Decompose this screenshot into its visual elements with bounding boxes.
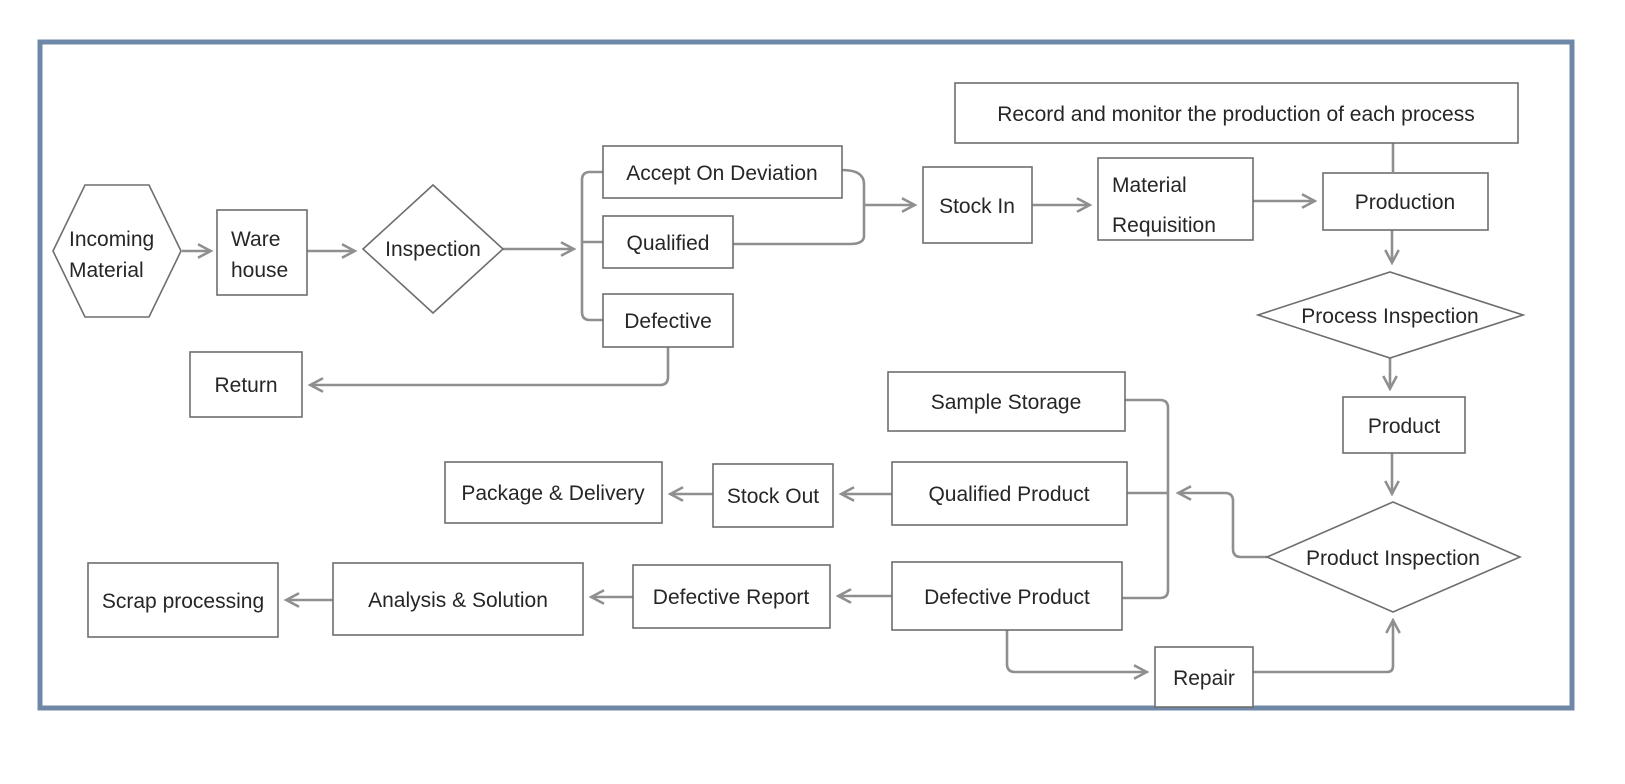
node-scrap-processing: Scrap processing [87, 562, 279, 638]
inspection-label: Inspection [385, 238, 481, 261]
node-product-inspection: Product Inspection [1265, 501, 1523, 613]
bracket-accept-qualified-merge [733, 168, 866, 246]
node-stock-in: Stock In [922, 166, 1033, 244]
material-requisition-label-line1: Material [1112, 174, 1187, 197]
repair-box [1154, 646, 1254, 708]
record-monitor-label: Record and monitor the production of eac… [997, 103, 1474, 126]
material-requisition-box [1097, 157, 1254, 241]
edge-product-inspection-to-outcomes-bracket [1179, 493, 1267, 559]
stock-out-label: Stock Out [727, 485, 819, 508]
node-stock-out: Stock Out [712, 463, 834, 528]
defective-product-box [891, 561, 1123, 631]
edge-defective-to-return [311, 347, 670, 385]
incoming-material-label-line2: Material [69, 259, 144, 282]
analysis-solution-label: Analysis & Solution [368, 589, 548, 612]
defective-label: Defective [624, 310, 712, 333]
node-analysis-solution: Analysis & Solution [332, 562, 584, 636]
node-repair: Repair [1154, 646, 1254, 708]
accept-on-deviation-label: Accept On Deviation [626, 162, 817, 185]
defective-product-label: Defective Product [924, 586, 1090, 609]
node-sample-storage: Sample Storage [887, 371, 1126, 432]
production-label: Production [1355, 191, 1455, 214]
scrap-processing-label: Scrap processing [102, 590, 264, 613]
warehouse-label-line1: Ware [231, 228, 280, 251]
qualified-box [602, 215, 734, 269]
defective-report-box [632, 564, 831, 629]
product-inspection-diamond [1265, 501, 1523, 613]
defective-report-label: Defective Report [653, 586, 810, 609]
edge-defective-product-to-repair [1005, 630, 1146, 672]
defective-box [602, 293, 734, 348]
bracket-inspection-results [580, 170, 603, 322]
qualified-product-label: Qualified Product [928, 483, 1089, 506]
bracket-product-outcomes [1122, 398, 1170, 600]
qualified-product-box [891, 461, 1128, 526]
product-box [1342, 396, 1466, 454]
accept-on-deviation-box [602, 145, 843, 199]
record-monitor-box [954, 82, 1519, 144]
warehouse-label-line2: house [231, 259, 288, 282]
node-process-inspection: Process Inspection [1255, 271, 1526, 359]
analysis-solution-box [332, 562, 584, 636]
incoming-material-label-line1: Incoming [69, 228, 154, 251]
node-warehouse: Ware house [216, 209, 308, 296]
package-delivery-label: Package & Delivery [461, 482, 645, 505]
repair-label: Repair [1173, 667, 1235, 690]
sample-storage-label: Sample Storage [931, 391, 1082, 414]
stock-in-label: Stock In [939, 195, 1015, 218]
node-production: Production [1322, 172, 1489, 231]
stock-out-box [712, 463, 834, 528]
qualified-label: Qualified [627, 232, 710, 255]
node-accept-on-deviation: Accept On Deviation [602, 145, 843, 199]
incoming-material-hexagon [52, 184, 182, 318]
node-defective-product: Defective Product [891, 561, 1123, 631]
node-product: Product [1342, 396, 1466, 454]
warehouse-box [216, 209, 308, 296]
production-box [1322, 172, 1489, 231]
node-incoming-material: Incoming Material [52, 184, 182, 318]
sample-storage-box [887, 371, 1126, 432]
process-inspection-label: Process Inspection [1301, 305, 1478, 328]
node-qualified: Qualified [602, 215, 734, 269]
node-material-requisition: Material Requisition [1097, 157, 1254, 241]
node-record-monitor: Record and monitor the production of eac… [954, 82, 1519, 144]
return-box [189, 351, 303, 418]
node-defective: Defective [602, 293, 734, 348]
process-inspection-diamond [1255, 271, 1526, 359]
package-delivery-box [444, 461, 663, 524]
edge-repair-to-product-inspection [1253, 621, 1393, 674]
node-package-delivery: Package & Delivery [444, 461, 663, 524]
material-requisition-label-line2: Requisition [1112, 214, 1216, 237]
inspection-diamond [361, 183, 505, 315]
scrap-processing-box [87, 562, 279, 638]
node-defective-report: Defective Report [632, 564, 831, 629]
return-label: Return [214, 374, 277, 397]
stock-in-box [922, 166, 1033, 244]
product-label: Product [1368, 415, 1441, 438]
product-inspection-label: Product Inspection [1306, 547, 1480, 570]
node-return: Return [189, 351, 303, 418]
node-qualified-product: Qualified Product [891, 461, 1128, 526]
node-inspection: Inspection [361, 183, 505, 315]
